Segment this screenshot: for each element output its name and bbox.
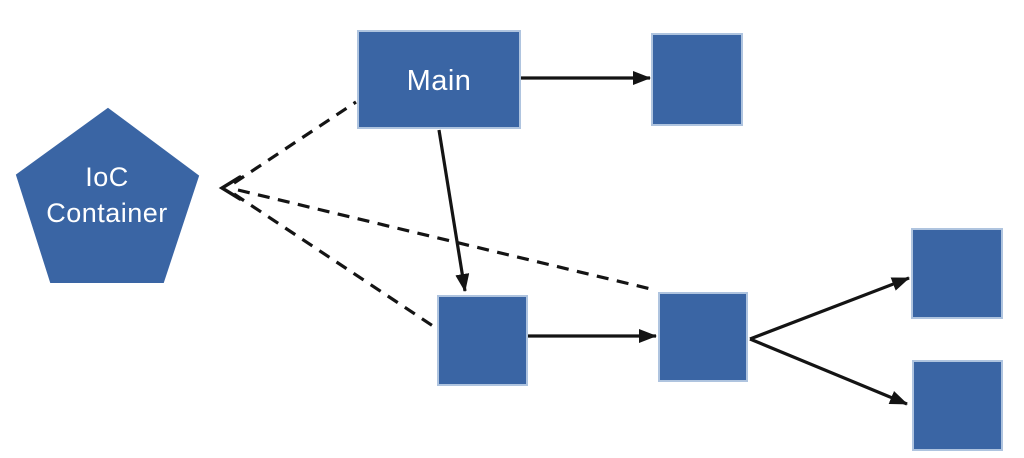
dashed-edge-flow2-to-ioc	[237, 188, 656, 292]
box-flow-2	[658, 292, 748, 382]
ioc-container-label-line2: Container	[46, 198, 168, 228]
arrow-flow2-to-right-top	[749, 276, 910, 341]
main-box-label: Main	[407, 65, 472, 97]
dashed-edge-flow1-to-ioc	[233, 192, 437, 330]
box-right-bottom	[912, 360, 1003, 451]
solid-flow-edges	[437, 71, 910, 406]
ioc-container-pentagon	[15, 107, 200, 283]
arrow-main-to-flow1	[437, 129, 470, 292]
dashed-edge-main-to-ioc	[233, 100, 357, 185]
open-arrowhead-icon	[218, 175, 242, 201]
box-flow-1	[437, 295, 528, 386]
ioc-container-label-line1: IoC	[85, 162, 129, 192]
box-top-right	[651, 33, 743, 126]
dashed-dependency-edges	[218, 100, 656, 330]
box-right-top	[911, 228, 1003, 319]
arrow-flow2-to-right-bottom	[749, 337, 908, 406]
main-box	[357, 30, 521, 129]
diagram-nodes: IoC Container Main	[15, 30, 1003, 451]
